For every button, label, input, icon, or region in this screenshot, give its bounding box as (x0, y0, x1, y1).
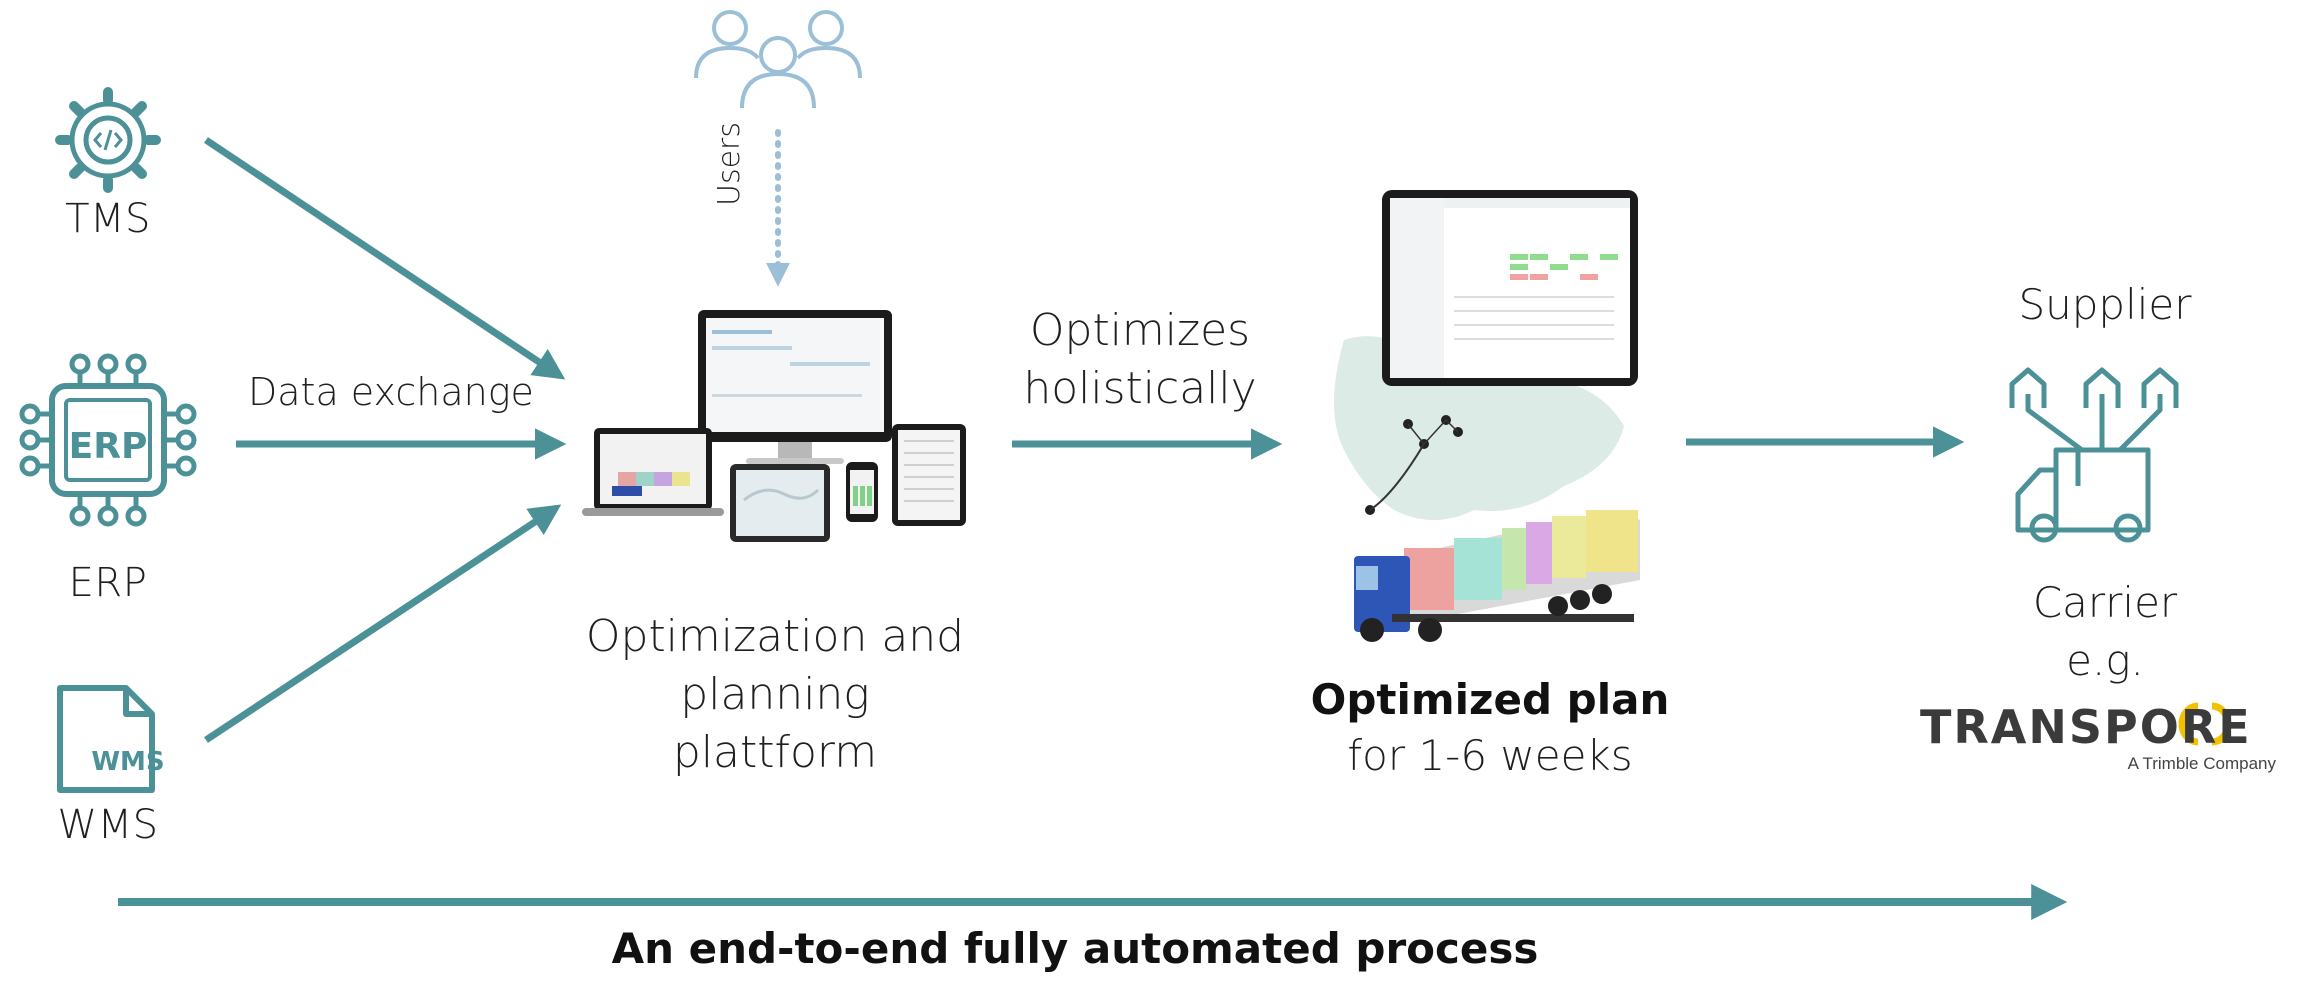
process-caption: An end-to-end fully automated process (611, 924, 1539, 973)
plan-caption: Optimized plan for 1-6 weeks (1300, 672, 1680, 784)
data-exchange-label: Data exchange (248, 370, 534, 414)
transporeon-ring-icon (2178, 702, 2232, 746)
chip-icon (19, 353, 197, 527)
wms-doc-label: WMS (91, 747, 164, 777)
optimizes-line1: Optimizes (1029, 305, 1251, 356)
erp-chip-label: ERP (69, 426, 148, 467)
carrier-label: Carrier (2032, 578, 2178, 627)
transporeon-wordmark-a: TRANSPORE (1920, 700, 2252, 754)
transporeon-tagline: A Trimble Company (2127, 754, 2276, 773)
optimizes-line2: holistically (1023, 363, 1257, 414)
tms-arrow (204, 137, 566, 380)
transporeon-wordmark-b: N (2296, 700, 2297, 754)
wms-arrow (204, 504, 562, 743)
gear-code-icon (55, 87, 161, 193)
delivery-truck-boxes-icon (2009, 367, 2179, 543)
wms-label: WMS (57, 802, 159, 848)
users-label: Users (712, 121, 747, 206)
supplier-label: Supplier (2018, 280, 2192, 329)
platform-caption-line1: Optimization and planning (585, 611, 965, 720)
platform-caption: Optimization and planning plattform (500, 608, 1050, 782)
platform-devices-image (582, 310, 966, 542)
erp-label: ERP (68, 560, 148, 606)
users-group-icon (694, 10, 862, 109)
transporeon-logo: TRANSPORE N (1920, 700, 2297, 754)
document-icon (57, 685, 155, 793)
optimized-plan-image (1334, 190, 1640, 642)
eg-label: e.g. (2066, 636, 2144, 685)
tms-label: TMS (65, 196, 151, 242)
optimizes-caption: Optimizes holistically (1000, 302, 1280, 418)
plan-title: Optimized plan (1310, 675, 1670, 724)
platform-caption-line2: plattform (672, 727, 878, 778)
plan-subtitle: for 1-6 weeks (1347, 731, 1633, 780)
